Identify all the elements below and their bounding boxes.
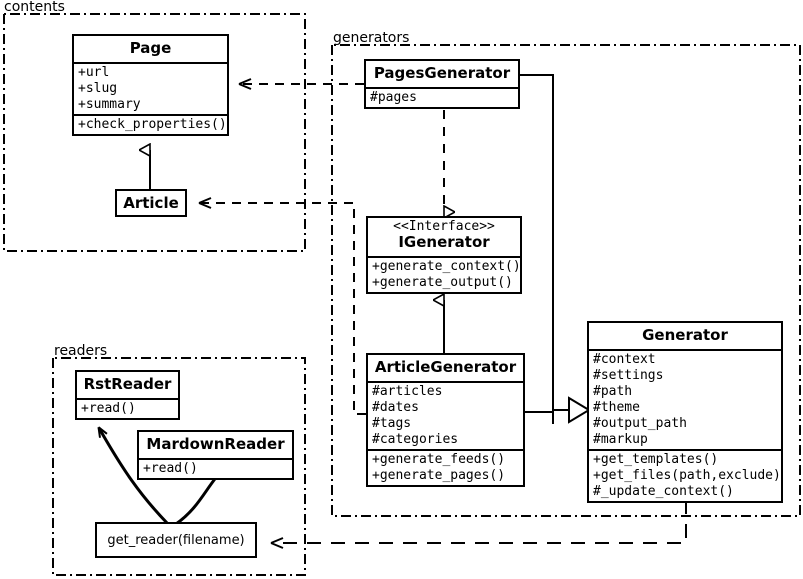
- class-page-name: Page: [129, 39, 172, 57]
- attribute: +slug: [78, 81, 118, 96]
- class-rstreader-methods: +read(): [77, 400, 178, 418]
- relation-generator-getreader: [270, 500, 687, 549]
- class-box-generator[interactable]: Generator #context #settings #path #them…: [587, 321, 783, 503]
- class-generator-methods: +get_templates() +get_files(path,exclude…: [589, 451, 781, 501]
- class-articlegenerator-title-compartment: ArticleGenerator: [368, 355, 523, 383]
- attribute: #pages: [370, 90, 417, 105]
- class-box-rstreader[interactable]: RstReader +read(): [75, 370, 180, 420]
- class-generator-name: Generator: [642, 326, 728, 344]
- method: +generate_feeds(): [372, 452, 506, 467]
- function-get-reader-label: get_reader(filename): [107, 532, 245, 548]
- attribute: #categories: [372, 432, 459, 447]
- method: +generate_pages(): [372, 468, 506, 483]
- class-box-mardownreader[interactable]: MardownReader +read(): [137, 430, 294, 480]
- class-igenerator-name: IGenerator: [398, 233, 490, 251]
- attribute: #path: [593, 384, 633, 399]
- class-pagesgenerator-title-compartment: PagesGenerator: [366, 61, 518, 89]
- class-article-name: Article: [123, 193, 179, 212]
- class-box-pagesgenerator[interactable]: PagesGenerator #pages: [364, 59, 520, 109]
- attribute: #context: [593, 352, 656, 367]
- class-pagesgenerator-attributes: #pages: [366, 89, 518, 107]
- method: +generate_context(): [372, 259, 521, 274]
- method: +check_properties(): [78, 117, 227, 132]
- class-box-articlegenerator[interactable]: ArticleGenerator #articles #dates #tags …: [366, 353, 525, 487]
- method: +generate_output(): [372, 275, 513, 290]
- class-mardownreader-title-compartment: MardownReader: [139, 432, 292, 460]
- method: #_update_context(): [593, 484, 734, 499]
- class-page-methods: +check_properties(): [74, 116, 227, 134]
- attribute: #markup: [593, 432, 648, 447]
- class-igenerator-stereotype: <<Interface>>: [393, 219, 495, 234]
- class-box-page[interactable]: Page +url +slug +summary +check_properti…: [72, 34, 229, 136]
- function-box-get-reader[interactable]: get_reader(filename): [95, 522, 257, 558]
- class-articlegenerator-methods: +generate_feeds() +generate_pages(): [368, 451, 523, 485]
- class-rstreader-title-compartment: RstReader: [77, 372, 178, 400]
- method: +read(): [81, 401, 136, 416]
- package-label-readers: readers: [54, 343, 108, 359]
- class-page-attributes: +url +slug +summary: [74, 64, 227, 116]
- attribute: +url: [78, 65, 110, 80]
- class-generator-title-compartment: Generator: [589, 323, 781, 351]
- relation-articlegenerator-generator: [524, 396, 591, 424]
- attribute: #dates: [372, 400, 419, 415]
- method: +get_files(path,exclude): [593, 468, 781, 483]
- attribute: #articles: [372, 384, 443, 399]
- class-articlegenerator-attributes: #articles #dates #tags #categories: [368, 383, 523, 451]
- class-box-igenerator[interactable]: <<Interface>> IGenerator +generate_conte…: [366, 216, 522, 294]
- class-igenerator-methods: +generate_context() +generate_output(): [368, 258, 521, 292]
- class-page-title-compartment: Page: [74, 36, 227, 64]
- class-mardownreader-name: MardownReader: [146, 435, 285, 453]
- class-pagesgenerator-name: PagesGenerator: [373, 64, 511, 82]
- class-box-article[interactable]: Article: [115, 189, 187, 217]
- attribute: +summary: [78, 97, 141, 112]
- attribute: #tags: [372, 416, 412, 431]
- attribute: #settings: [593, 368, 664, 383]
- relation-articlegenerator-article: [198, 197, 366, 415]
- attribute: #output_path: [593, 416, 687, 431]
- class-rstreader-name: RstReader: [83, 375, 172, 393]
- class-mardownreader-methods: +read(): [139, 460, 292, 478]
- package-label-generators: generators: [333, 30, 410, 46]
- package-label-contents: contents: [4, 0, 65, 15]
- class-igenerator-title-compartment: <<Interface>> IGenerator: [368, 218, 520, 258]
- attribute: #theme: [593, 400, 640, 415]
- class-generator-attributes: #context #settings #path #theme #output_…: [589, 351, 781, 451]
- method: +get_templates(): [593, 452, 719, 467]
- class-articlegenerator-name: ArticleGenerator: [374, 358, 517, 376]
- method: +read(): [143, 461, 198, 476]
